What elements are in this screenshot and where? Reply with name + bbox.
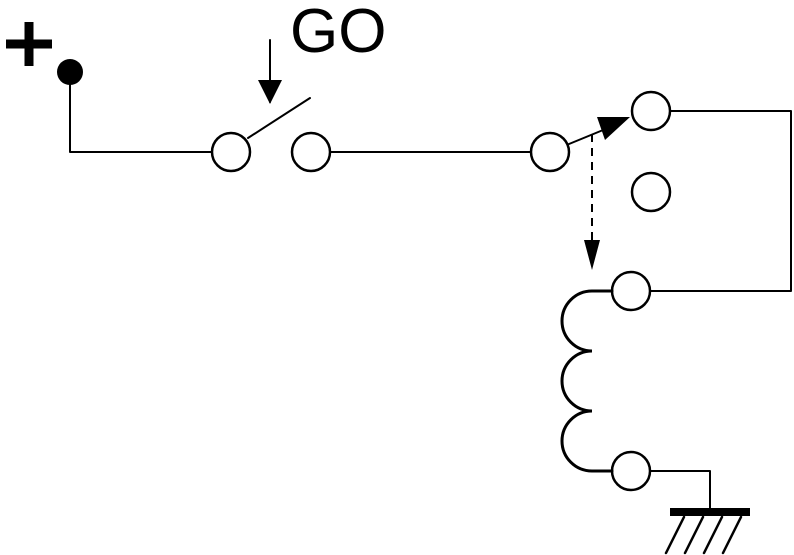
relay-contact-arm-arrowhead [597,117,630,140]
ground-hatch-3 [702,515,724,555]
go-label: GO [290,0,386,66]
coil-winding [560,289,614,473]
relay-normally-open-terminal [630,90,672,132]
relay-contact-arm [568,127,609,145]
positive-supply [6,22,83,85]
linkage-arrowhead [584,240,600,270]
ground-icon [664,508,750,555]
go-push-button-switch: GO [210,0,386,173]
wire-holding-loop [649,110,792,292]
ground-hatch-4 [721,515,743,555]
switch-terminal-right [290,131,332,173]
relay-normally-closed-terminal [630,171,672,213]
ground-hatch-2 [683,515,705,555]
relay-coil [560,270,652,492]
switch-terminal-left [210,131,252,173]
switch-lever [247,97,311,139]
wire-supply-to-switch [69,71,212,153]
relay-common-terminal [529,131,571,173]
coil-terminal-bottom [610,450,652,492]
relay-changeover-contact [529,90,672,213]
wire-coil-to-ground [649,470,711,510]
ground-hatch-1 [664,515,686,555]
relay-mechanical-linkage [584,134,600,270]
press-arrow-head [258,80,282,104]
coil-terminal-top [610,270,652,312]
